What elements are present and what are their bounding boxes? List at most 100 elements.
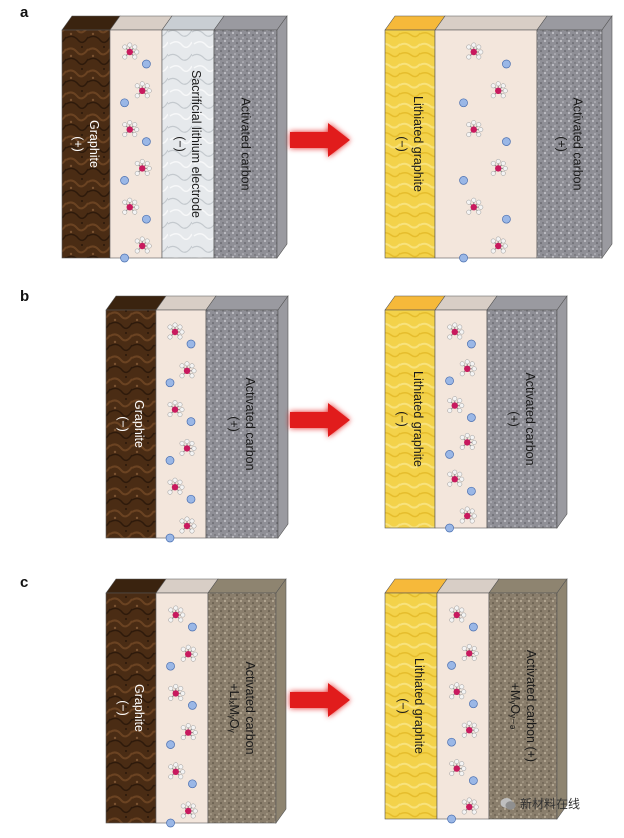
layer-lithiated xyxy=(384,309,436,529)
cell-b-before: Graphite(−)Activated carbon(+) xyxy=(105,295,289,543)
anion-cluster xyxy=(447,322,465,340)
layer-label-carbon-oxide: Activated carbon (+)+MᵧOᵧ₋ₔ xyxy=(508,650,538,762)
anion-cluster xyxy=(490,81,508,99)
lithium-ion xyxy=(469,622,478,632)
lithium-ion xyxy=(165,378,175,388)
lithium-ion xyxy=(447,737,456,747)
layer-carbon-oxide xyxy=(488,592,558,820)
layer-label-graphite: Graphite(−) xyxy=(116,400,146,448)
layer-top-lithiated xyxy=(384,295,446,311)
anion-cluster xyxy=(179,438,197,456)
layer-electrolyte xyxy=(155,592,209,824)
lithium-ion xyxy=(447,814,456,824)
layer-label-line: (+) xyxy=(507,411,521,427)
layer-electrolyte xyxy=(434,29,538,259)
layer-label-line: Sacrificial lithium electrode xyxy=(189,70,203,218)
layer-top-electrolyte xyxy=(436,578,500,594)
layer-top-graphite xyxy=(105,578,167,594)
lithium-ion xyxy=(502,137,511,146)
anion-cluster xyxy=(168,683,186,701)
layer-label-line: (−) xyxy=(116,700,130,716)
layer-electrolyte xyxy=(434,309,488,529)
cell-side-face xyxy=(556,295,568,529)
layer-label-carbon-oxide: Activated carbon+LiₓMᵧOᵧ xyxy=(227,661,257,754)
layer-electrolyte xyxy=(155,309,207,539)
lithium-ion xyxy=(459,98,468,108)
transform-arrow-c xyxy=(290,683,350,717)
layer-graphite xyxy=(105,592,157,824)
layer-label-carbon: Activated carbon xyxy=(239,97,253,190)
layer-label-line: Lithiated graphite xyxy=(412,658,426,754)
layer-carbon xyxy=(536,29,603,259)
lithium-ion xyxy=(445,376,454,386)
anion-cluster xyxy=(490,158,508,176)
anion-cluster xyxy=(461,643,479,661)
lithium-ion xyxy=(120,176,129,185)
cell-a-before: Graphite(+)Sacrificial lithium electrode… xyxy=(61,15,288,263)
layer-top-electrolyte xyxy=(155,295,217,311)
layer-label-line: Graphite xyxy=(87,120,101,168)
layer-label-line: Activated carbon xyxy=(239,97,253,190)
layer-top-graphite xyxy=(105,295,167,311)
anion-cluster xyxy=(122,120,140,138)
anion-cluster xyxy=(449,759,467,777)
layer-label-carbon: Activated carbon(+) xyxy=(555,97,585,190)
layer-top-carbon xyxy=(213,15,288,31)
layer-top-lithiated xyxy=(384,15,446,31)
layer-top-electrolyte xyxy=(434,15,548,31)
lithium-ion xyxy=(467,413,476,422)
layer-label-line: +LiₓMᵧOᵧ xyxy=(227,683,241,733)
layer-lithiated xyxy=(384,592,438,820)
anion-cluster xyxy=(134,236,152,254)
anion-cluster xyxy=(167,477,185,495)
layer-electrolyte xyxy=(436,592,490,820)
layer-label-line: (−) xyxy=(395,136,409,152)
layer-top-lithiated xyxy=(384,578,448,594)
layer-label-line: (−) xyxy=(395,411,409,427)
layer-top-electrolyte xyxy=(109,15,173,31)
layer-label-lithiated: Lithiated graphite(−) xyxy=(395,371,425,467)
anion-cluster xyxy=(459,432,477,450)
chat-bubble-icon xyxy=(500,797,516,810)
anion-cluster xyxy=(447,469,465,487)
lithium-ion xyxy=(445,450,454,459)
lithium-ion xyxy=(166,661,175,671)
layer-graphite xyxy=(105,309,157,539)
lithium-ion xyxy=(447,661,456,670)
anion-cluster xyxy=(459,359,477,377)
lithium-ion xyxy=(459,176,468,185)
cell-c-before: Graphite(−) Activated carbon+LiₓMᵧOᵧ xyxy=(105,578,287,828)
lithium-ion xyxy=(469,776,478,785)
anion-cluster xyxy=(167,322,185,340)
anion-cluster xyxy=(167,400,185,418)
anion-cluster xyxy=(122,197,140,215)
layer-label-line: Activated carbon xyxy=(243,661,257,754)
lithium-ion xyxy=(469,699,478,709)
layer-label-carbon: Activated carbon(+) xyxy=(507,372,537,465)
cell-b-after: Lithiated graphite(−) Activated carbon(+) xyxy=(384,295,568,533)
layer-top-carbon xyxy=(486,295,568,311)
layer-lithium xyxy=(161,29,215,259)
anion-cluster xyxy=(180,801,198,819)
lithium-ion xyxy=(142,59,151,69)
lithium-ion xyxy=(459,253,468,263)
anion-cluster xyxy=(449,605,467,623)
watermark: 新材料在线 xyxy=(500,795,580,812)
layer-lithiated xyxy=(384,29,436,259)
anion-cluster xyxy=(180,644,198,662)
layer-graphite xyxy=(61,29,111,259)
transform-arrow-a xyxy=(290,123,350,157)
layer-label-lithiated: Lithiated graphite(−) xyxy=(395,96,425,192)
layer-carbon xyxy=(205,309,279,539)
layer-label-graphite: Graphite(−) xyxy=(116,684,146,732)
lithium-ion xyxy=(142,214,151,224)
cell-side-face xyxy=(601,15,613,259)
lithium-ion xyxy=(188,622,197,632)
layer-top-carbon-oxide xyxy=(488,578,568,594)
cell-side-face xyxy=(275,578,287,824)
layer-carbon xyxy=(486,309,558,529)
lithium-ion xyxy=(165,533,175,543)
layer-carbon xyxy=(213,29,278,259)
